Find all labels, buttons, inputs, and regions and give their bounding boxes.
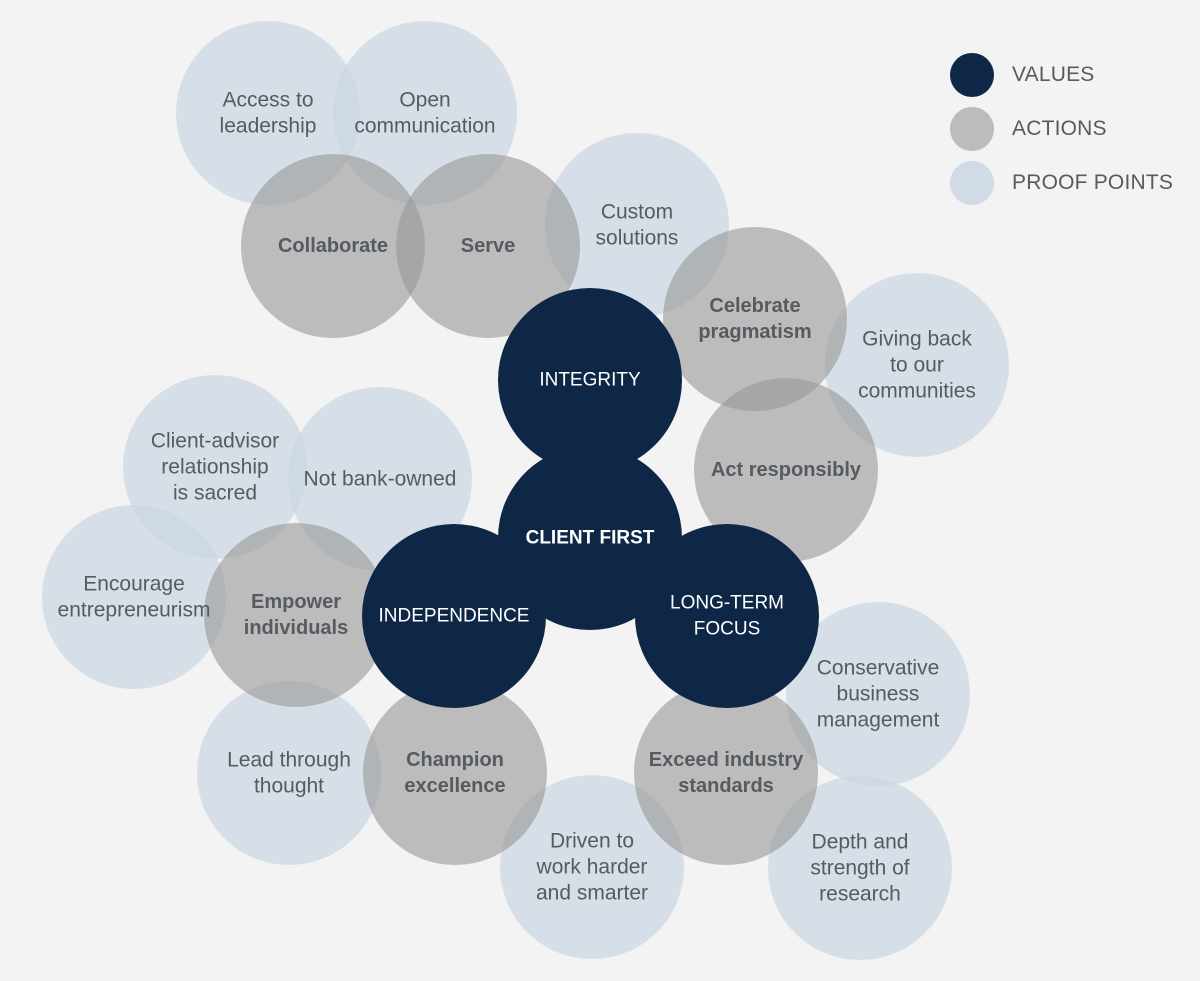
- long-term-focus-label: LONG-TERM: [670, 593, 784, 614]
- legend-item-actions: ACTIONS: [950, 102, 1173, 156]
- driven-to-work-label: and smarter: [536, 882, 648, 905]
- long-term-focus-label: FOCUS: [694, 619, 761, 640]
- proof-points-swatch-icon: [950, 161, 994, 205]
- serve-label: Serve: [461, 235, 516, 257]
- celebrate-pragmatism-bubble: [663, 227, 847, 411]
- integrity-bubble: [498, 288, 682, 472]
- conservative-business-label: Conservative: [817, 657, 940, 680]
- legend-label: VALUES: [1012, 63, 1095, 86]
- legend: VALUES ACTIONS PROOF POINTS: [950, 48, 1173, 210]
- depth-and-strength-label: Depth and: [812, 831, 909, 854]
- driven-to-work-bubble: [500, 775, 684, 959]
- values-swatch-icon: [950, 53, 994, 97]
- depth-and-strength-label: strength of: [810, 857, 909, 880]
- depth-and-strength-bubble: [768, 776, 952, 960]
- open-communication-label: communication: [354, 115, 495, 138]
- independence-bubble: [362, 524, 546, 708]
- legend-label: ACTIONS: [1012, 117, 1107, 140]
- legend-item-values: VALUES: [950, 48, 1173, 102]
- lead-through-thought-bubble: [197, 681, 381, 865]
- not-bank-owned-bubble: [288, 387, 472, 571]
- conservative-business-label: management: [817, 709, 940, 732]
- collaborate-label: Collaborate: [278, 235, 388, 257]
- celebrate-pragmatism-label: pragmatism: [698, 321, 811, 343]
- celebrate-pragmatism-label: Celebrate: [709, 295, 800, 317]
- client-advisor-label: relationship: [161, 456, 268, 479]
- champion-excellence-label: excellence: [404, 775, 505, 797]
- conservative-business-bubble: [786, 602, 970, 786]
- client-advisor-label: Client-advisor: [151, 430, 279, 453]
- empower-individuals-label: individuals: [244, 617, 348, 639]
- access-to-leadership-label: leadership: [220, 115, 317, 138]
- label-layer: Access to leadership Open communicationCust…: [58, 89, 976, 906]
- driven-to-work-label: Driven to: [550, 830, 634, 853]
- giving-back-label: Giving back: [862, 328, 972, 351]
- client-first-label: CLIENT FIRST: [526, 528, 655, 549]
- access-to-leadership-label: Access to: [222, 89, 313, 112]
- lead-through-thought-label: thought: [254, 775, 324, 798]
- act-responsibly-label: Act responsibly: [711, 459, 862, 481]
- exceed-industry-standards-bubble: [634, 681, 818, 865]
- depth-and-strength-label: research: [819, 883, 901, 906]
- bubble-layer: [42, 21, 1009, 960]
- conservative-business-label: business: [837, 683, 920, 706]
- legend-label: PROOF POINTS: [1012, 171, 1174, 194]
- empower-individuals-label: Empower: [251, 591, 341, 613]
- long-term-focus-bubble: [635, 524, 819, 708]
- serve-bubble: [396, 154, 580, 338]
- integrity-label: INTEGRITY: [539, 370, 641, 391]
- encourage-entrepreneurism-label: Encourage: [83, 573, 185, 596]
- legend-item-proof-points: PROOF POINTS: [950, 156, 1173, 210]
- act-responsibly-bubble: [694, 378, 878, 562]
- champion-excellence-label: Champion: [406, 749, 504, 771]
- champion-excellence-bubble: [363, 681, 547, 865]
- exceed-industry-standards-label: Exceed industry: [649, 749, 804, 771]
- collaborate-bubble: [241, 154, 425, 338]
- driven-to-work-label: work harder: [536, 856, 648, 879]
- giving-back-label: communities: [858, 380, 976, 403]
- not-bank-owned-label: Not bank-owned: [304, 468, 457, 491]
- encourage-entrepreneurism-label: entrepreneurism: [58, 599, 211, 622]
- custom-solutions-label: Custom: [601, 201, 673, 224]
- independence-label: INDEPENDENCE: [379, 606, 530, 627]
- open-communication-label: Open: [399, 89, 450, 112]
- empower-individuals-bubble: [204, 523, 388, 707]
- actions-swatch-icon: [950, 107, 994, 151]
- giving-back-label: to our: [890, 354, 944, 377]
- custom-solutions-label: solutions: [596, 227, 679, 250]
- encourage-entrepreneurism-bubble: [42, 505, 226, 689]
- client-first-bubble: [498, 446, 682, 630]
- giving-back-bubble: [825, 273, 1009, 457]
- lead-through-thought-label: Lead through: [227, 749, 351, 772]
- exceed-industry-standards-label: standards: [678, 775, 774, 797]
- client-advisor-label: is sacred: [173, 482, 257, 505]
